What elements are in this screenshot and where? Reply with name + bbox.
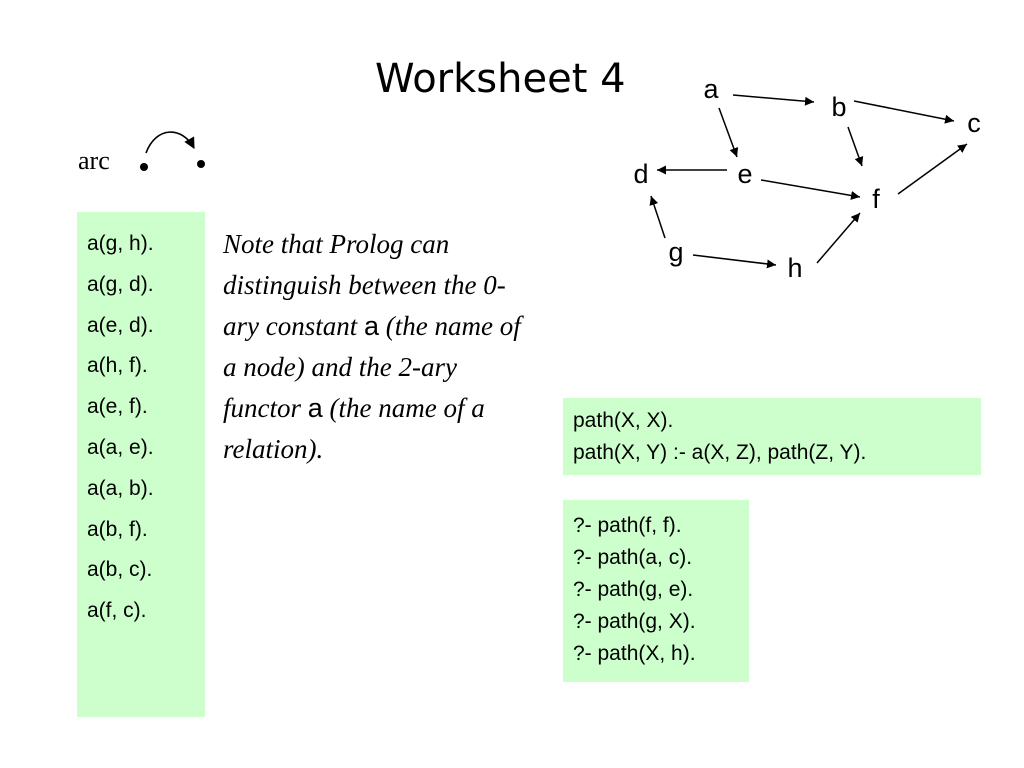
note-functor: a [307, 393, 323, 423]
arc-legend-dot-end [197, 160, 205, 168]
note-part-2: (the name of a node) and the 2-ary funct… [223, 311, 521, 423]
arc-legend-label: arc [78, 146, 110, 175]
fact-line: a(e, d). [87, 313, 154, 337]
query-line: ?- path(a, c). [573, 546, 693, 569]
fact-line: a(h, f). [87, 354, 148, 378]
node-a: a [703, 74, 719, 104]
note-part-3: (the name of a relation). [223, 393, 485, 464]
fact-line: a(e, f). [87, 395, 148, 419]
node-c: c [967, 108, 981, 138]
query-line: ?- path(g, X). [573, 610, 696, 633]
query-line: ?- path(X, h). [573, 642, 696, 665]
queries-box: ?- path(f, f). ?- path(a, c). ?- path(g,… [563, 500, 749, 682]
fact-line: a(a, e). [87, 435, 154, 459]
edge-a-e [718, 107, 739, 158]
arc-legend-dot-start [140, 163, 148, 171]
edge-e-f [760, 179, 861, 200]
edge-h-f [816, 212, 861, 264]
edge-a-b [732, 94, 815, 106]
fact-line: a(g, h). [87, 232, 154, 255]
rule-line: path(X, Y) :- a(X, Z), path(Z, Y). [573, 441, 867, 464]
rules-box: path(X, X). path(X, Y) :- a(X, Z), path(… [563, 398, 981, 475]
edge-b-c [853, 100, 955, 124]
fact-line: a(f, c). [87, 599, 147, 623]
node-e: e [737, 159, 752, 189]
note-part-1: Note that Prolog can distinguish between… [223, 229, 506, 341]
node-b: b [831, 92, 846, 122]
fact-line: a(a, b). [87, 476, 154, 500]
arc-legend-icon [140, 131, 205, 171]
edge-g-h [692, 254, 777, 269]
edge-f-c [897, 143, 968, 195]
query-line: ?- path(f, f). [573, 514, 682, 537]
node-h: h [787, 253, 802, 283]
node-d: d [633, 159, 648, 189]
note-constant: a [364, 311, 380, 341]
query-line: ?- path(g, e). [573, 578, 694, 601]
node-g: g [668, 237, 683, 267]
edge-g-d [649, 195, 666, 239]
edge-b-f [847, 126, 864, 167]
fact-line: a(g, d). [87, 272, 154, 296]
rule-line: path(X, X). [573, 409, 674, 432]
fact-line: a(b, f). [87, 517, 148, 541]
arc-legend-curve [145, 131, 195, 154]
facts-box: a(g, h). a(g, d). a(e, d). a(h, f). a(e, f).… [77, 212, 205, 717]
fact-line: a(b, c). [87, 558, 153, 582]
note-text: Note that Prolog can distinguish between… [223, 224, 523, 470]
node-f: f [872, 184, 880, 214]
page-title: Worksheet 4 [375, 56, 626, 102]
